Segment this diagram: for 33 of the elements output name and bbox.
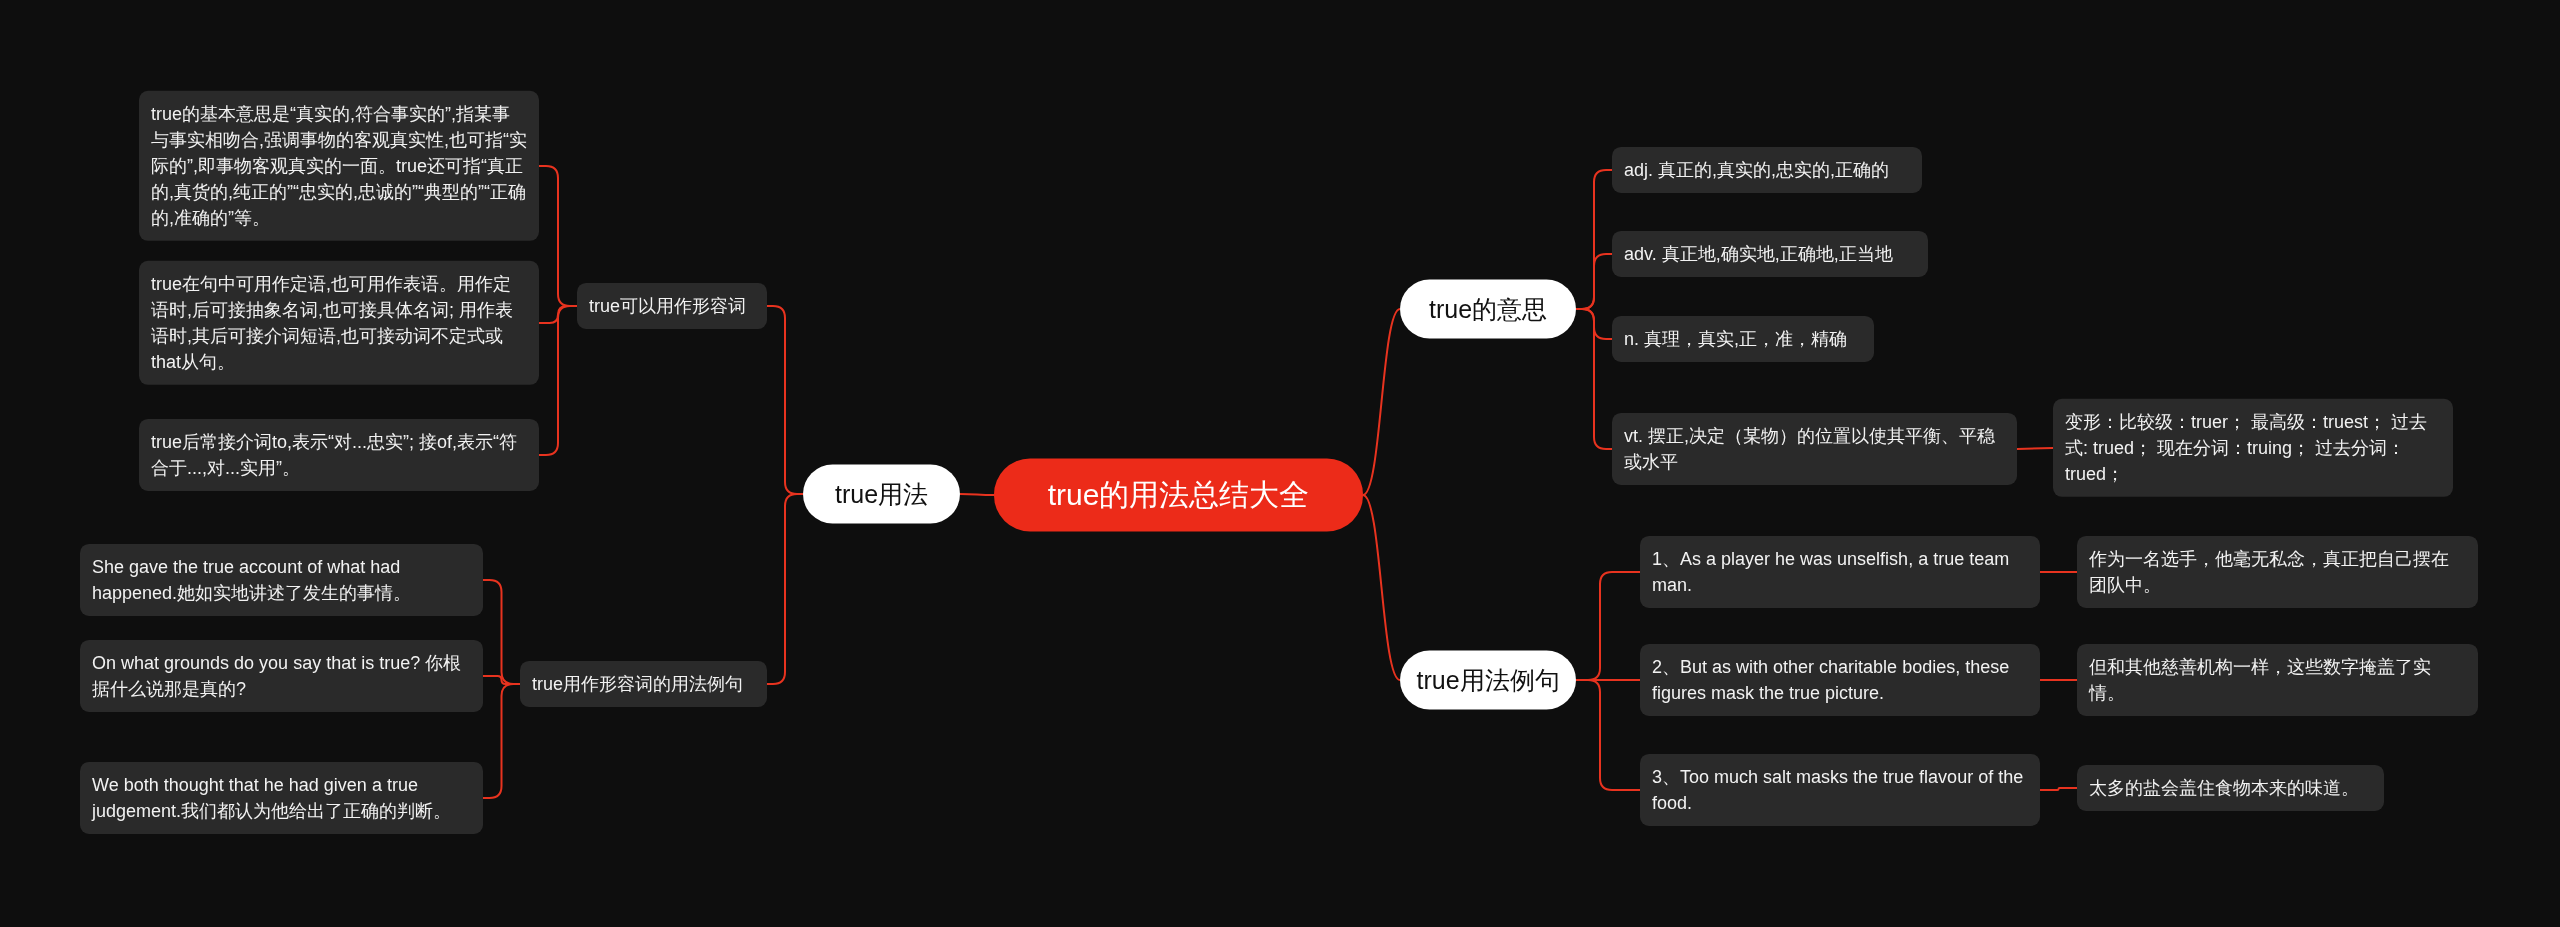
root-topic: true的用法总结大全 — [994, 458, 1363, 532]
topic-card: We both thought that he had given a true judgement.我们都认为他给出了正确的判断。 — [80, 761, 483, 835]
connector-line — [2039, 571, 2078, 573]
topic-card: On what grounds do you say that is true? 你根据什么说那是真的? — [80, 639, 483, 713]
topic-card: adj. 真正的,真实的,忠实的,正确的 — [1612, 146, 1922, 194]
branch-topic: true用法例句 — [1400, 650, 1576, 710]
topic-card: true后常接介词to,表示“对...忠实”; 接of,表示“符合于...,对...实用”。 — [139, 418, 539, 492]
topic-card: 2、But as with other charitable bodies, these figures mask the true picture. — [1640, 643, 2040, 717]
connector-line — [1362, 308, 1401, 496]
topic-card: true在句中可用作定语,也可用作表语。用作定语时,后可接抽象名词,也可接具体名词; 用作表语时,其后可接介词短语,也可接动词不定式或that从句。 — [139, 260, 539, 386]
topic-card: 作为一名选手，他毫无私念，真正把自己摆在团队中。 — [2077, 535, 2478, 609]
connector-line — [1575, 679, 1641, 791]
topic-card: true的基本意思是“真实的,符合事实的”,指某事与事实相吻合,强调事物的客观真实性,也可指“实际的”,即事物客观真实的一面。true还可指“真正的,真货的,纯正的”“忠实的,忠诚的”“典型的”“正确的,准确的”等。 — [139, 90, 539, 242]
topic-card: 变形：比较级：truer； 最高级：truest； 过去式: trued； 现在分词：truing； 过去分词：trued； — [2053, 398, 2453, 498]
topic-card: vt. 摆正,决定（某物）的位置以使其平衡、平稳或水平 — [1612, 412, 2017, 486]
connector-line — [2039, 787, 2078, 791]
topic-card: 但和其他慈善机构一样，这些数字掩盖了实情。 — [2077, 643, 2478, 717]
branch-topic: true的意思 — [1400, 279, 1576, 339]
topic-card: adv. 真正地,确实地,正确地,正当地 — [1612, 230, 1928, 278]
topic-card: She gave the true account of what had happened.她如实地讲述了发生的事情。 — [80, 543, 483, 617]
connector-line — [1362, 494, 1401, 681]
branch-topic: true用法 — [803, 464, 960, 524]
connector-line — [2016, 447, 2054, 450]
topic-card: n. 真理，真实,正，准，精确 — [1612, 315, 1874, 363]
topic-card: 太多的盐会盖住食物本来的味道。 — [2077, 764, 2384, 812]
topic-card: true用作形容词的用法例句 — [520, 660, 767, 708]
connector-line — [959, 493, 995, 496]
topic-card: 1、As a player he was unselfish, a true team man. — [1640, 535, 2040, 609]
connector-line — [482, 683, 521, 799]
connector-line — [2039, 679, 2078, 681]
connector-line — [538, 305, 578, 456]
topic-card: true可以用作形容词 — [577, 282, 767, 330]
topic-card: 3、Too much salt masks the true flavour of the food. — [1640, 753, 2040, 827]
